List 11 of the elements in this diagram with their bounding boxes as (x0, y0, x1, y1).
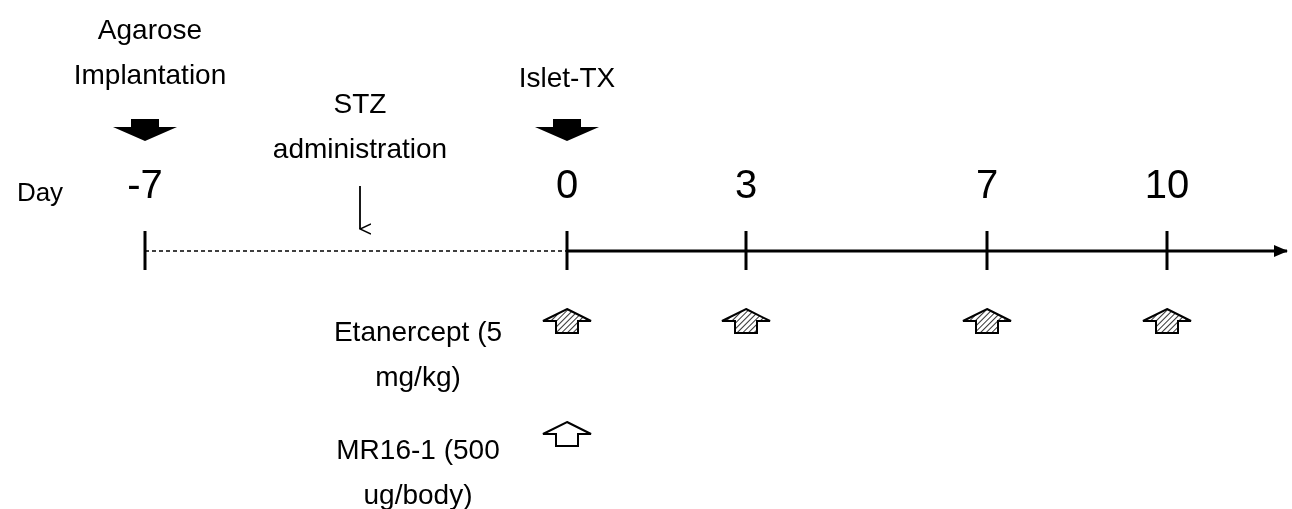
day-number: 3 (733, 161, 759, 208)
day-number: 0 (554, 161, 580, 208)
event-label: Agarose Implantation (72, 13, 228, 92)
day-number: -7 (126, 161, 164, 208)
day-number: 7 (974, 161, 1000, 208)
treatment-label: MR16-1 (500 ug/body) (335, 433, 501, 509)
treatment-label: Etanercept (5 mg/kg) (332, 315, 504, 394)
axis-title: Day (15, 176, 65, 209)
day-number: 10 (1143, 161, 1191, 208)
event-label: STZ administration (271, 87, 449, 166)
event-label: Islet-TX (517, 61, 617, 95)
